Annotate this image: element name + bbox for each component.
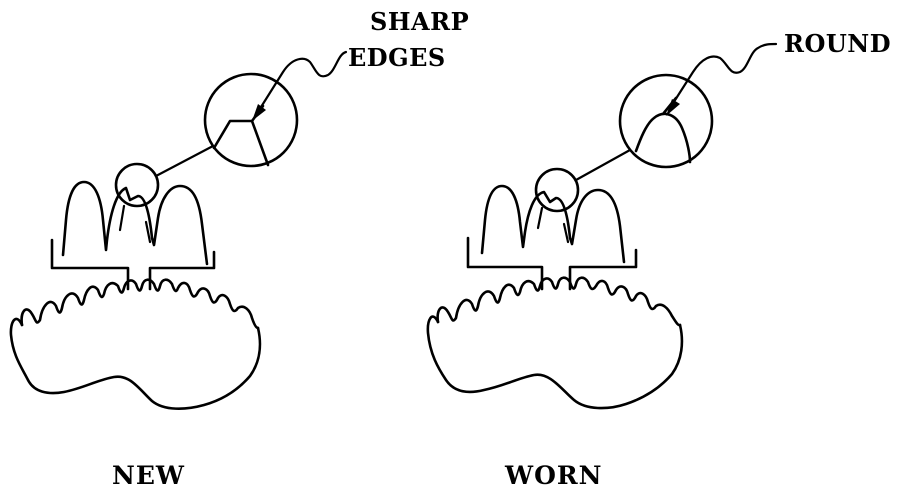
new-detail-circle-small <box>116 164 158 206</box>
worn-caption: WORN <box>504 461 602 490</box>
worn-round-edge <box>636 98 690 162</box>
new-gear-teeth <box>22 280 258 328</box>
worn-detail-circle-large <box>620 75 712 167</box>
new-callout-leader <box>256 52 346 115</box>
worn-detail-circle-small <box>536 169 578 211</box>
worn-detail-leader <box>576 150 630 180</box>
worn-lobe-inner-left <box>538 208 542 228</box>
worn-callout-label: ROUND <box>784 29 891 58</box>
new-panel <box>11 52 346 409</box>
new-detail-leader <box>156 146 213 176</box>
worn-callout-leader <box>670 44 776 108</box>
new-callout-label-line2: EDGES <box>348 43 446 72</box>
worn-gear-body <box>428 317 682 408</box>
new-callout-label-line1: SHARP <box>370 7 469 36</box>
worn-tooth-profile <box>482 186 624 262</box>
worn-gear-teeth <box>438 278 680 325</box>
new-lobe-inner-left <box>120 206 124 230</box>
new-tooth-profile <box>63 182 207 264</box>
new-caption: NEW <box>112 461 185 490</box>
new-gear-body <box>11 319 260 409</box>
worn-panel <box>428 44 776 408</box>
